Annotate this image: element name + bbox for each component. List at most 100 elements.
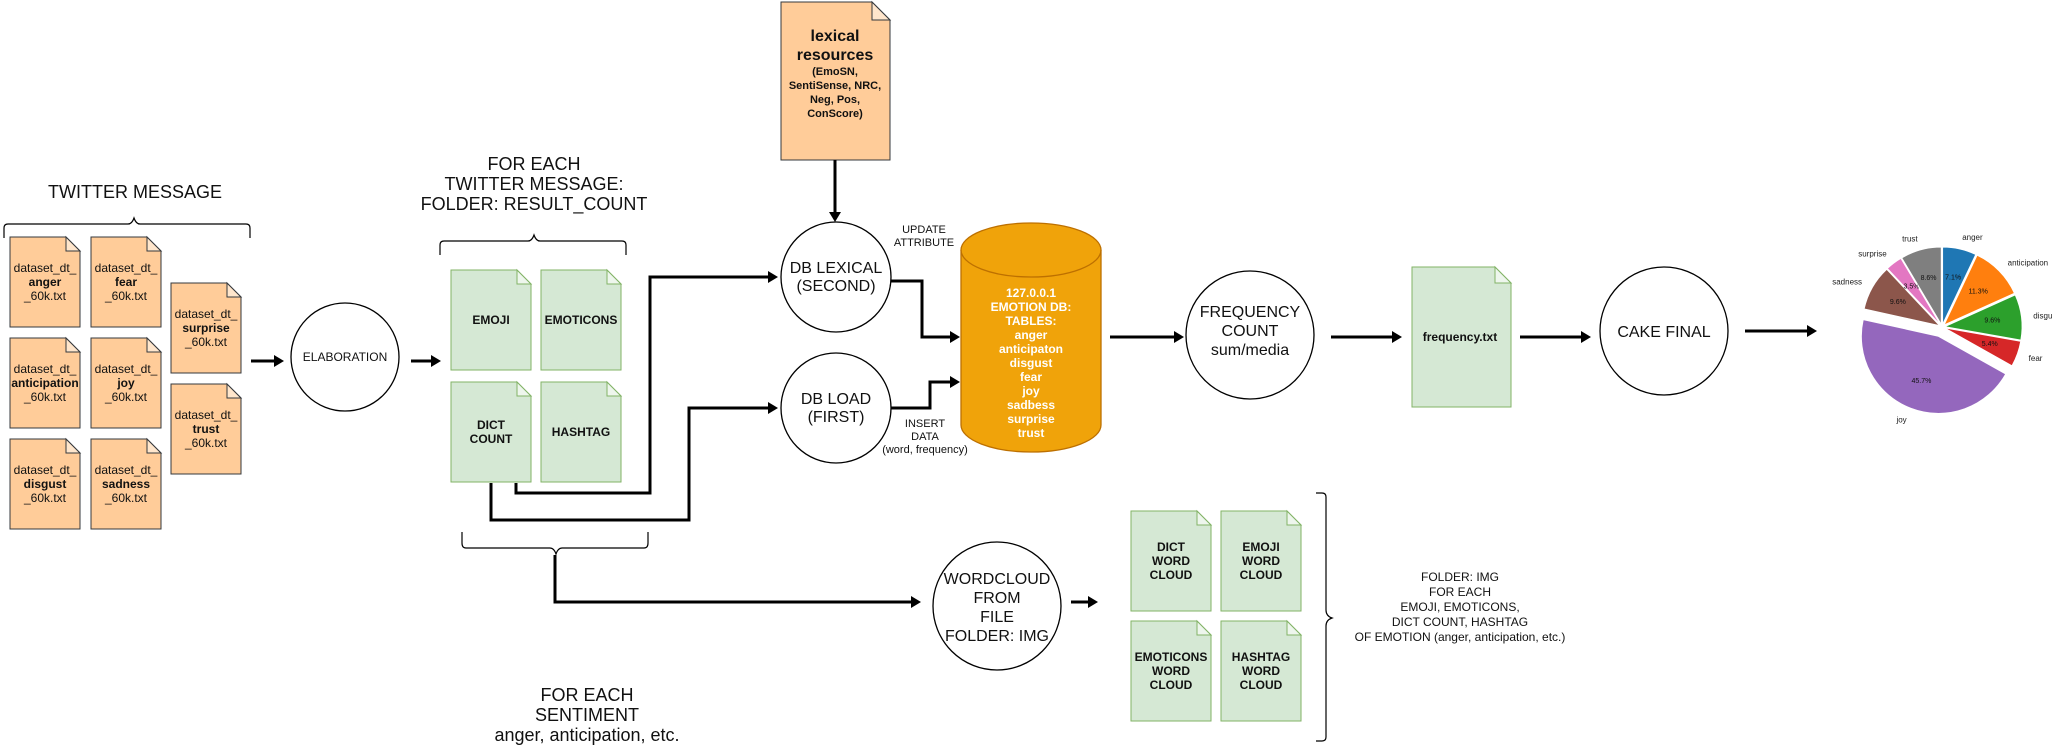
page-fold [1286,509,1303,526]
wordcloud-docs: DICTWORDCLOUDEMOJIWORDCLOUDEMOTICONSWORD… [1130,509,1303,722]
emotion-db-line: anger [1015,328,1048,342]
dataset-file-text: surprise [182,321,230,335]
pie-slice-disgust [1943,294,2023,341]
result-count-title-line: FOR EACH [487,154,580,174]
frequency-count-node[interactable] [1185,270,1315,400]
arrowhead [1581,331,1591,343]
dataset-file-sadness[interactable] [90,438,162,530]
wordcloud-node[interactable] [932,541,1062,671]
result-doc-emoticons[interactable] [540,269,622,371]
elaboration-node[interactable] [290,302,400,412]
pie-slice-anticipation [1943,254,2015,326]
insert-data-line: DATA [911,431,939,443]
db-load-node[interactable] [780,352,892,464]
wordcloud-line: WORDCLOUD [944,571,1051,588]
emotion-db-line: fear [1020,370,1042,384]
pie-slice-surprise [1886,257,1941,325]
wordcloud-doc-label: HASHTAG [1232,650,1290,664]
result-doc-dict-count[interactable] [450,381,532,483]
result-doc-emoji[interactable] [450,269,532,371]
page-fold [226,281,243,298]
result-doc-label: HASHTAG [552,425,610,439]
db-lexical-line: DB LEXICAL [790,260,883,277]
dataset-file-text: dataset_dt_ [175,307,238,321]
dataset-file-text: anger [29,275,62,289]
twitter-message-title: TWITTER MESSAGE [48,182,222,202]
frequency-file-label: frequency.txt [1423,330,1497,344]
result-count-brace [439,233,627,255]
frequency-count-line: FREQUENCY [1200,304,1301,321]
result-doc-hashtag[interactable] [540,381,622,483]
arrowhead [1392,331,1402,343]
dataset-file-text: disgust [24,477,67,491]
wordcloud-line: FOLDER: IMG [945,628,1049,645]
lexical-item-line: (EmoSN, [812,66,858,78]
dataset-file-joy[interactable] [90,337,162,429]
db-lexical-node[interactable] [780,221,892,333]
page-fold [65,437,82,454]
dict-count-brace [461,532,649,556]
dataset-file-text: joy [116,376,135,390]
dataset-file-text: dataset_dt_ [95,463,158,477]
dataset-file-text: _60k.txt [104,390,148,404]
wordcloud-doc-label: WORD [1242,554,1280,568]
edge-db-lexical-to-db [891,279,950,339]
frequency-file-doc[interactable] [1411,266,1512,408]
pie-category-label: anger [1962,233,1983,242]
frequency-file-fold [1494,265,1513,284]
db-lexical-line: (SECOND) [796,278,875,295]
page-fold [516,268,533,285]
lexical-title-line: resources [797,47,874,64]
dataset-file-anticipation[interactable] [9,337,81,429]
cake-final-node[interactable] [1599,266,1729,396]
result-doc-label: COUNT [470,432,513,446]
wordcloud-doc-label: CLOUD [1240,568,1283,582]
pie-percent-label: 11.3% [1969,288,1988,295]
dataset-file-text: fear [115,275,137,289]
dataset-file-surprise[interactable] [170,282,242,374]
sentiment-note-line: SENTIMENT [535,705,639,725]
pie-category-label: joy [1895,415,1906,424]
dataset-file-trust[interactable] [170,383,242,475]
pie-percent-label: 7.1% [1945,274,1961,281]
wordcloud-doc-dict[interactable] [1130,510,1212,612]
folder-img-note-line: FOR EACH [1429,585,1491,599]
wordcloud-doc-emoticons[interactable] [1130,620,1212,722]
dataset-file-disgust[interactable] [9,438,81,530]
lexical-resources-doc[interactable] [780,1,891,161]
arrowhead [274,355,284,367]
folder-img-note-line: DICT COUNT, HASHTAG [1392,615,1528,629]
dataset-file-fear[interactable] [90,236,162,328]
emotion-db-cylinder[interactable] [960,222,1102,453]
emotion-db-line: 127.0.0.1 [1006,286,1056,300]
page-fold [1196,619,1213,636]
dataset-file-anger[interactable] [9,236,81,328]
dataset-file-text: _60k.txt [23,491,67,505]
dataset-file-text: anticipation [11,376,78,390]
db-load-label: DB LOAD(FIRST) [801,391,871,426]
wordcloud-doc-label: CLOUD [1150,568,1193,582]
pie-category-label: anticipation [2008,259,2048,268]
pie-category-label: trust [1902,234,1918,243]
emotion-db-line: disgust [1010,356,1053,370]
wordcloud-doc-label: WORD [1152,554,1190,568]
arrowhead [1174,331,1184,343]
twitter-message-brace [3,216,251,238]
result-doc-label: DICT [477,418,506,432]
wordcloud-doc-emoji[interactable] [1220,510,1302,612]
edge-db-load-to-db [891,380,950,410]
pie-percent-label: 5.4% [1982,341,1998,348]
dataset-file-text: trust [193,422,220,436]
pie-category-label: fear [2029,354,2043,363]
wordcloud-doc-hashtag[interactable] [1220,620,1302,722]
folder-img-brace [1316,492,1334,742]
pie-percent-label: 3.5% [1904,283,1920,290]
lexical-resources-fold [871,0,892,21]
db-load-line: DB LOAD [801,391,871,408]
